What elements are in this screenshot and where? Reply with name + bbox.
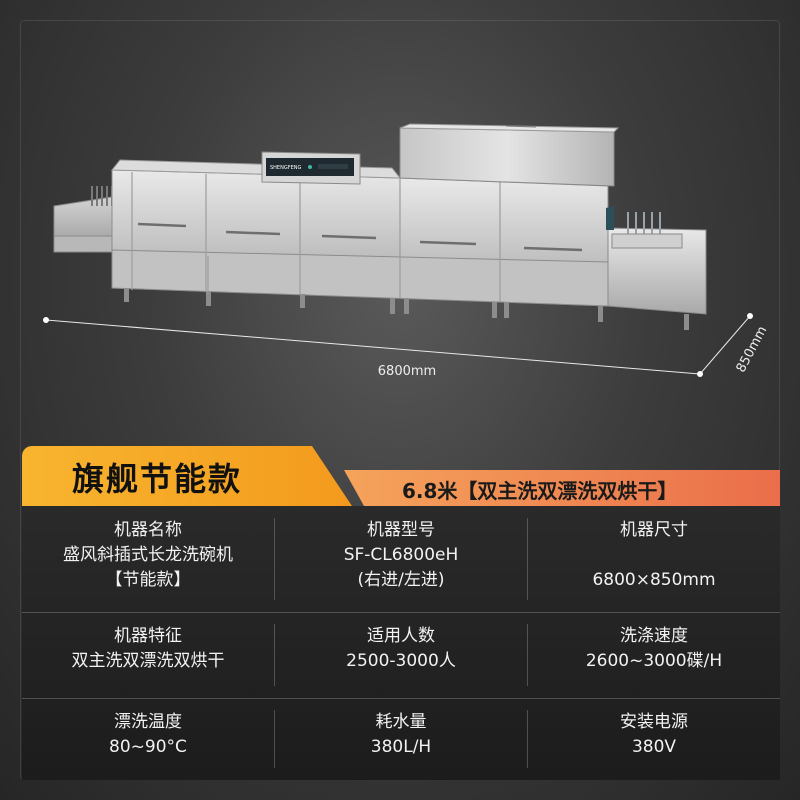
dishwasher-illustration: SHENGFENG bbox=[45, 123, 751, 375]
spec-label: 机器特征 bbox=[114, 626, 182, 646]
column-divider bbox=[527, 710, 528, 768]
spec-label: 洗涤速度 bbox=[620, 626, 688, 646]
machine-legs bbox=[124, 288, 689, 330]
column-divider bbox=[274, 518, 275, 600]
banner-subtitle: 6.8米【双主洗双漂洗双烘干】 bbox=[402, 479, 678, 503]
spec-row: 机器特征 双主洗双漂洗双烘干 适用人数 2500-3000人 洗涤速度 2600… bbox=[22, 612, 780, 698]
entry-conveyor bbox=[53, 186, 119, 253]
width-dimension-label: 6800mm bbox=[377, 364, 437, 379]
spec-value: 380V bbox=[631, 737, 677, 757]
exit-conveyor bbox=[606, 206, 707, 315]
spec-cell-power: 安装电源 380V bbox=[528, 698, 780, 780]
spec-label: 安装电源 bbox=[620, 712, 688, 732]
spec-table: 机器名称 盛风斜插式长龙洗碗机 【节能款】 机器型号 SF-CL6800eH (… bbox=[22, 506, 780, 780]
row-divider bbox=[22, 612, 780, 613]
spec-row: 机器名称 盛风斜插式长龙洗碗机 【节能款】 机器型号 SF-CL6800eH (… bbox=[22, 506, 780, 612]
spec-label: 耗水量 bbox=[375, 712, 427, 732]
spec-value: 2600~3000碟/H bbox=[585, 651, 723, 671]
spec-value: (右进/左进) bbox=[357, 570, 445, 590]
spec-label: 机器尺寸 bbox=[620, 520, 688, 540]
control-panel: SHENGFENG bbox=[261, 151, 361, 185]
banner-title-bar bbox=[22, 446, 352, 506]
column-divider bbox=[527, 624, 528, 686]
spec-cell-rinse-temp: 漂洗温度 80~90°C bbox=[22, 698, 274, 780]
spec-cell-machine-name: 机器名称 盛风斜插式长龙洗碗机 【节能款】 bbox=[22, 506, 274, 612]
column-divider bbox=[274, 710, 275, 768]
spec-label: 适用人数 bbox=[367, 626, 435, 646]
product-hero: SHENGFENG bbox=[45, 123, 771, 379]
spec-value: 双主洗双漂洗双烘干 bbox=[71, 651, 225, 671]
spec-cell-feature: 机器特征 双主洗双漂洗双烘干 bbox=[22, 612, 274, 698]
spec-cell-capacity: 适用人数 2500-3000人 bbox=[275, 612, 527, 698]
spec-value: 【节能款】 bbox=[105, 570, 191, 590]
spec-value: 80~90°C bbox=[109, 737, 187, 757]
spec-cell-model: 机器型号 SF-CL6800eH (右进/左进) bbox=[275, 506, 527, 612]
spec-cell-water-use: 耗水量 380L/H bbox=[275, 698, 527, 780]
row-divider bbox=[22, 698, 780, 699]
spec-value: 380L/H bbox=[370, 737, 432, 757]
spec-value: 2500-3000人 bbox=[346, 651, 456, 671]
banner-title: 旗舰节能款 bbox=[72, 460, 243, 498]
spec-label: 机器名称 bbox=[114, 520, 182, 540]
spec-value: 6800×850mm bbox=[592, 570, 716, 590]
spec-row: 漂洗温度 80~90°C 耗水量 380L/H 安装电源 380V bbox=[22, 698, 780, 780]
spec-cell-size: 机器尺寸 6800×850mm bbox=[528, 506, 780, 612]
spec-value: 盛风斜插式长龙洗碗机 bbox=[63, 545, 233, 565]
spec-label: 漂洗温度 bbox=[114, 712, 182, 732]
spec-label: 机器型号 bbox=[367, 520, 435, 540]
panel-brand-text: SHENGFENG bbox=[270, 165, 301, 171]
banner-subtitle-bar bbox=[344, 470, 780, 506]
column-divider bbox=[274, 624, 275, 686]
dimension-lines bbox=[45, 315, 751, 375]
spec-cell-speed: 洗涤速度 2600~3000碟/H bbox=[528, 612, 780, 698]
column-divider bbox=[527, 518, 528, 600]
model-banner: 旗舰节能款 6.8米【双主洗双漂洗双烘干】 bbox=[22, 446, 780, 506]
spec-value: SF-CL6800eH bbox=[343, 545, 459, 565]
dryer-hood bbox=[399, 123, 620, 187]
